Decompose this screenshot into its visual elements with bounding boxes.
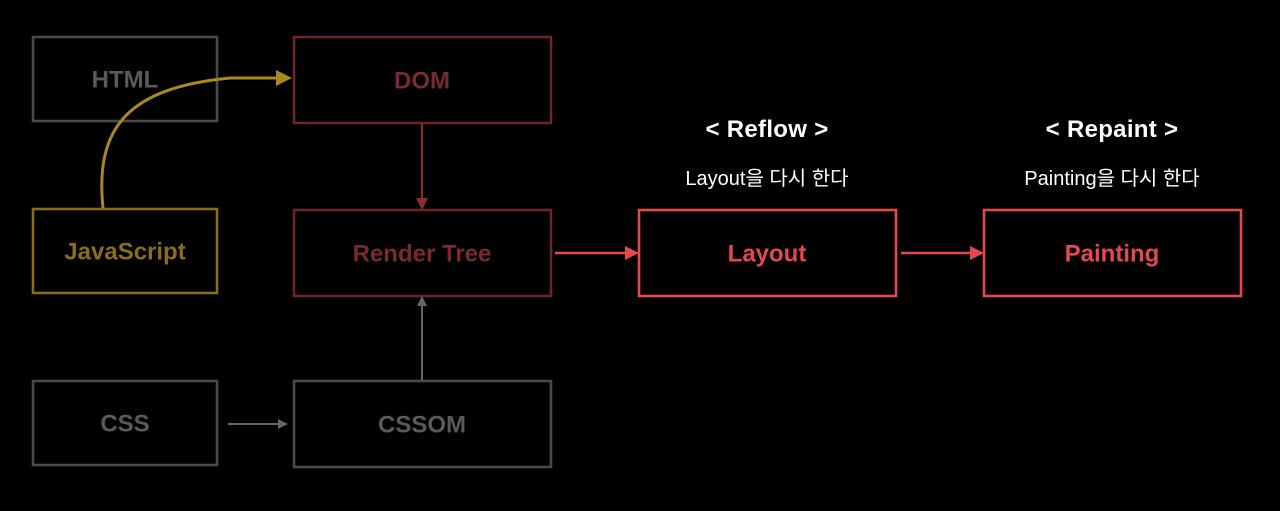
repaint-title: < Repaint >	[1045, 116, 1179, 143]
node-layout-label: Layout	[728, 241, 807, 268]
node-cssom: CSSOM	[292, 379, 553, 469]
node-css-box	[31, 379, 219, 467]
node-dom: DOM	[292, 35, 553, 125]
node-css: CSS	[31, 379, 219, 467]
node-painting-label: Painting	[1065, 241, 1160, 268]
node-cssom-label: CSSOM	[378, 412, 466, 439]
node-painting-box	[982, 208, 1243, 298]
node-painting: Painting	[982, 208, 1243, 298]
node-render-tree: Render Tree	[292, 208, 553, 298]
node-html-label: HTML	[92, 67, 159, 94]
node-dom-label: DOM	[394, 68, 450, 95]
node-layout: Layout	[637, 208, 898, 298]
repaint-subtitle: Painting을 다시 한다	[1024, 168, 1200, 190]
node-html: HTML	[31, 35, 219, 123]
node-cssom-box	[292, 379, 553, 469]
reflow-title: < Reflow >	[705, 116, 829, 143]
reflow-caption: < Reflow > Layout을 다시 한다	[607, 116, 927, 191]
node-javascript: JavaScript	[31, 207, 219, 295]
node-layout-box	[637, 208, 898, 298]
reflow-subtitle: Layout을 다시 한다	[685, 168, 849, 190]
node-javascript-label: JavaScript	[64, 239, 185, 266]
node-css-label: CSS	[100, 411, 149, 438]
node-render-tree-label: Render Tree	[353, 241, 492, 268]
edge-javascript-to-dom	[100, 70, 292, 209]
node-javascript-box	[31, 207, 219, 295]
repaint-caption: < Repaint > Painting을 다시 한다	[952, 116, 1272, 191]
